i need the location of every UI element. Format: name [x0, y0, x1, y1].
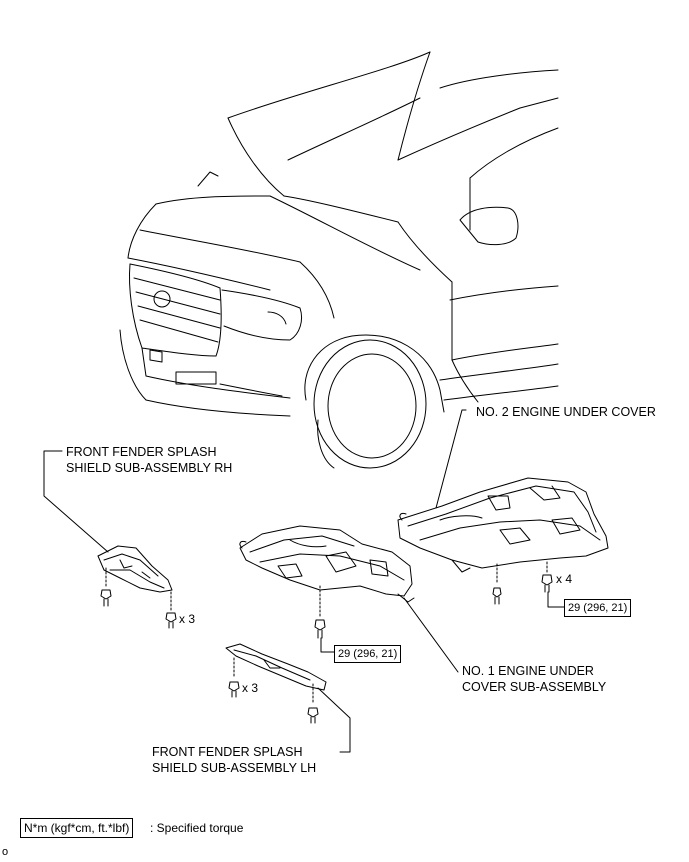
no1-torque-spec: 29 (296, 21) — [334, 645, 402, 663]
no2-bolt-left-icon — [492, 563, 502, 605]
fender-lh-bolt-b-icon — [307, 683, 319, 724]
fender-lh-label-line1: FRONT FENDER SPLASH — [152, 745, 303, 759]
no2-leader-line — [435, 409, 467, 509]
no2-bolt-count: x 4 — [556, 572, 573, 586]
fender-rh-label-line1: FRONT FENDER SPLASH — [66, 445, 217, 459]
fender-rh-bolt-a-icon — [100, 567, 112, 607]
no1-torque-leader — [320, 637, 335, 653]
fender-rh-leader-line — [43, 450, 109, 553]
no2-engine-under-cover — [397, 477, 609, 573]
no2-bolt-right-icon — [541, 561, 553, 593]
fender-lh-bolt-count: x 3 — [242, 681, 259, 695]
legend-unit-box: N*m (kgf*cm, ft.*lbf) — [20, 818, 134, 838]
no1-engine-under-cover — [239, 525, 415, 603]
no2-torque-leader — [547, 591, 565, 608]
no2-cover-label: NO. 2 ENGINE UNDER COVER — [476, 405, 656, 419]
vehicle-illustration — [119, 51, 559, 469]
legend-text: : Specified torque — [150, 821, 244, 835]
fender-rh-bolt-b-icon — [165, 591, 177, 629]
figure-code: o — [2, 846, 9, 858]
fender-shield-rh — [97, 545, 173, 593]
fender-shield-lh — [225, 643, 327, 691]
no1-cover-label-line1: NO. 1 ENGINE UNDER — [462, 664, 594, 678]
fender-rh-label-line2: SHIELD SUB-ASSEMBLY RH — [66, 461, 233, 475]
no1-bolt-icon — [314, 585, 326, 639]
no2-torque-spec: 29 (296, 21) — [564, 599, 632, 617]
fender-rh-bolt-count: x 3 — [179, 612, 196, 626]
fender-lh-label-line2: SHIELD SUB-ASSEMBLY LH — [152, 761, 317, 775]
fender-lh-leader-line — [317, 687, 351, 753]
no1-leader-line — [403, 597, 459, 673]
fender-lh-bolt-a-icon — [228, 657, 240, 698]
no1-cover-label-line2: COVER SUB-ASSEMBLY — [462, 680, 607, 694]
